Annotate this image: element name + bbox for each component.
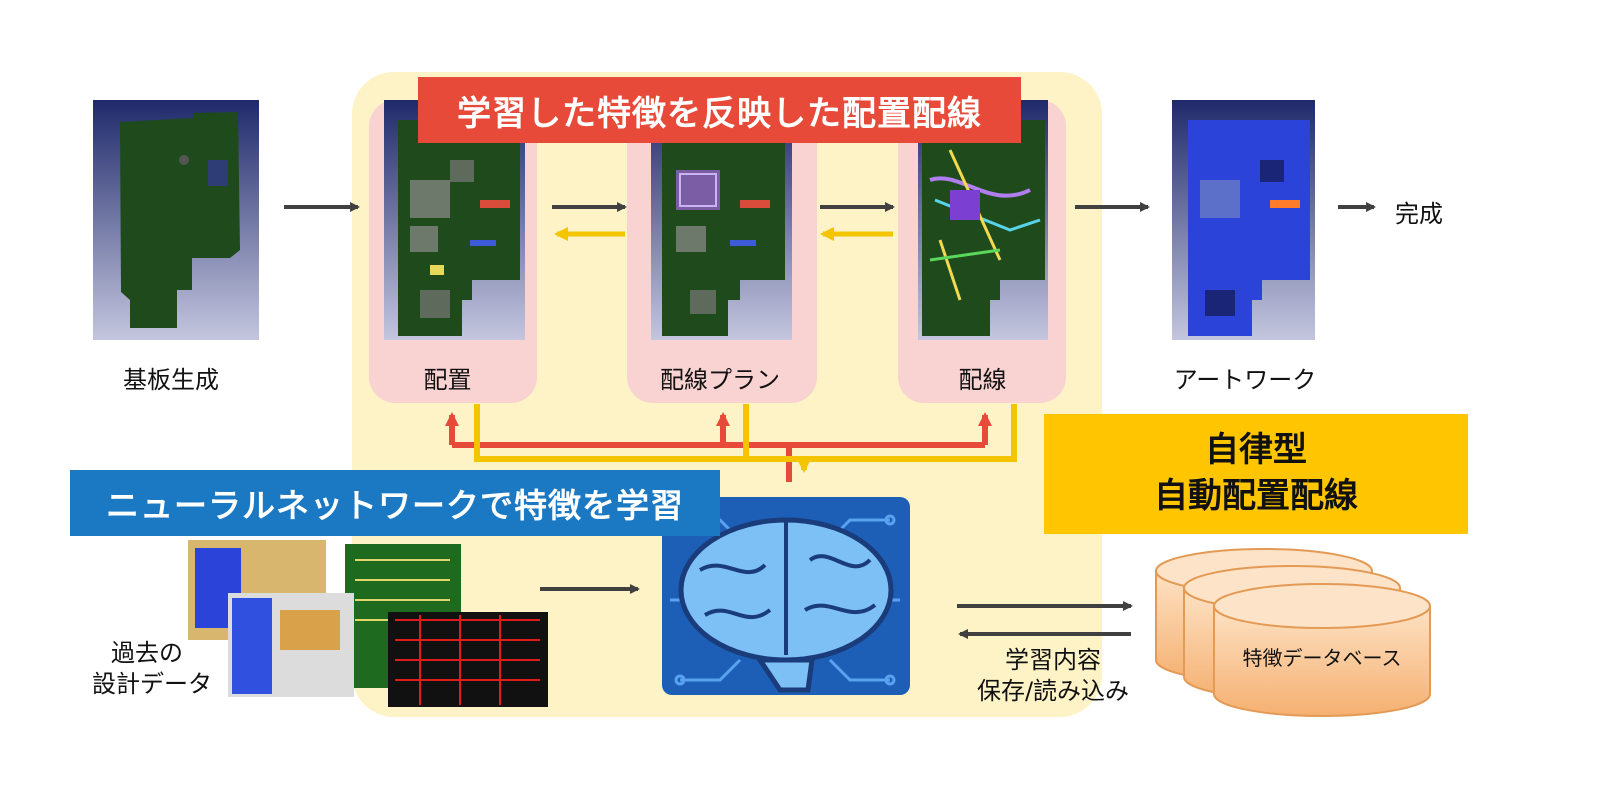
learn-line-1: 学習内容 xyxy=(1005,646,1101,674)
label-placement: 配置 xyxy=(423,366,472,394)
feedback-red-lines xyxy=(445,412,992,482)
label-complete: 完成 xyxy=(1395,200,1443,228)
past-design-data-images xyxy=(188,540,548,707)
pcb-substrate-image xyxy=(93,100,259,340)
label-routing-plan: 配線プラン xyxy=(660,366,780,394)
label-feature-database: 特徴データベース xyxy=(1242,646,1402,670)
past-data-line-1: 過去の xyxy=(111,639,183,667)
brain-circuit-icon xyxy=(662,497,910,695)
feedback-yellow-lines xyxy=(474,404,1017,473)
label-learning-save-load: 学習内容 保存/読み込み xyxy=(958,645,1148,707)
autonomous-line-2: 自動配置配線 xyxy=(1154,476,1358,516)
label-substrate: 基板生成 xyxy=(123,366,219,394)
pcb-artwork-image xyxy=(1172,100,1315,340)
label-routing: 配線 xyxy=(958,366,1007,394)
reflected-features-banner: 学習した特徴を反映した配置配線 xyxy=(418,77,1021,143)
learn-line-2: 保存/読み込み xyxy=(976,677,1130,706)
autonomous-line-1: 自律型 xyxy=(1205,430,1307,471)
autonomous-routing-banner: 自律型 自動配置配線 xyxy=(1044,414,1468,534)
label-past-design-data: 過去の 設計データ xyxy=(92,638,212,700)
neural-network-banner: ニューラルネットワークで特徴を学習 xyxy=(70,470,720,536)
label-artwork: アートワーク xyxy=(1173,366,1317,394)
database-cylinder-icon xyxy=(1155,548,1431,717)
past-data-line-2: 設計データ xyxy=(92,670,212,699)
